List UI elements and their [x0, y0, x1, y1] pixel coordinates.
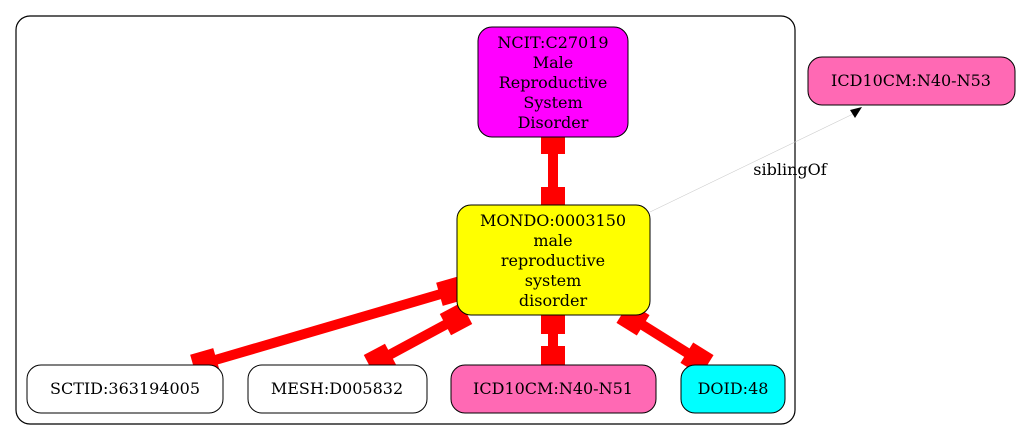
node-label-line: MONDO:0003150 — [480, 211, 626, 230]
node-label-line: Reproductive — [499, 73, 608, 92]
node-icd10cm-n40-n51[interactable]: ICD10CM:N40-N51 — [450, 364, 657, 414]
node-mondo-box — [456, 204, 651, 316]
node-label-line: NCIT:C27019 — [497, 33, 608, 52]
node-label-line: Disorder — [518, 113, 589, 132]
sibling-edge-line — [649, 113, 854, 213]
sibling-edge-arrowhead — [850, 107, 862, 118]
node-label-line: Male — [533, 53, 574, 72]
node-ncit-box — [477, 26, 629, 138]
node-sctid-363194005[interactable]: SCTID:363194005 — [26, 364, 224, 414]
node-icd10-n53-box — [807, 56, 1016, 106]
sibling-edge-label: siblingOf — [753, 160, 827, 179]
node-icd10-n53-label: ICD10CM:N40-N53 — [831, 71, 991, 90]
node-label-line: reproductive — [501, 251, 605, 270]
node-doid-48[interactable]: DOID:48 — [680, 364, 786, 414]
node-label-line: DOID:48 — [698, 379, 769, 398]
edge-mondo-doid — [630, 314, 700, 364]
node-doid-label: DOID:48 — [698, 379, 769, 398]
node-sctid-label: SCTID:363194005 — [50, 379, 200, 398]
cluster-border — [15, 15, 796, 425]
node-label-line: MESH:D005832 — [271, 379, 403, 398]
node-icd10cm-n40-n53[interactable]: ICD10CM:N40-N53 — [807, 56, 1016, 106]
node-label-line: male — [533, 231, 572, 250]
node-mesh-label: MESH:D005832 — [271, 379, 403, 398]
node-label-line: SCTID:363194005 — [50, 379, 200, 398]
node-label-line: ICD10CM:N40-N51 — [473, 379, 633, 398]
node-mesh-box — [247, 364, 428, 414]
node-icd10-n51-box — [450, 364, 657, 414]
node-label-line: disorder — [519, 291, 588, 310]
node-label-line: System — [523, 93, 582, 112]
node-label-line: system — [525, 271, 582, 290]
node-icd10-n51-label: ICD10CM:N40-N51 — [473, 379, 633, 398]
node-mesh-d005832[interactable]: MESH:D005832 — [247, 364, 428, 414]
node-label-line: ICD10CM:N40-N53 — [831, 71, 991, 90]
edge-mondo-sctid — [203, 286, 453, 368]
node-sctid-box — [26, 364, 224, 414]
sibling-edge: siblingOf — [649, 107, 862, 213]
node-doid-box — [680, 364, 786, 414]
edge-mondo-mesh — [377, 314, 459, 365]
